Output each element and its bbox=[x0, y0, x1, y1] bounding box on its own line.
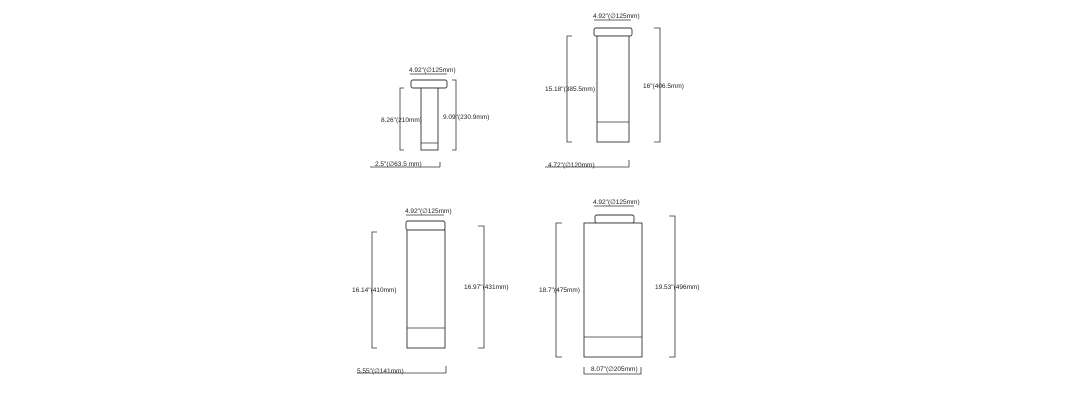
bottom-width-line bbox=[545, 160, 630, 168]
right-height-label: 16"(406.5mm) bbox=[643, 83, 684, 90]
cap-width-label: 4.92"(∅125mm) bbox=[593, 13, 640, 20]
left-height-bracket bbox=[371, 231, 377, 349]
bottom-width-label: 8.07"(∅205mm) bbox=[591, 366, 638, 373]
right-height-label: 19.53"(496mm) bbox=[655, 284, 700, 291]
bottom-width-line bbox=[370, 162, 441, 168]
left-height-bracket bbox=[399, 87, 404, 151]
fixture-body bbox=[583, 222, 643, 358]
fixture-body bbox=[420, 87, 439, 151]
right-height-bracket bbox=[654, 27, 661, 143]
right-height-label: 9.09"(230.9mm) bbox=[443, 114, 489, 121]
fixture-body bbox=[406, 229, 446, 349]
cap-width-label: 4.92"(∅125mm) bbox=[593, 199, 640, 206]
fixture-medium: 4.92"(∅125mm) 15.18"(385.5mm) 16"(406.5m… bbox=[545, 13, 684, 169]
bottom-width-line bbox=[583, 367, 642, 375]
left-height-label: 18.7"(475mm) bbox=[539, 287, 580, 294]
left-height-label: 8.26"(210mm) bbox=[381, 117, 422, 124]
cap-width-label: 4.92"(∅125mm) bbox=[405, 208, 452, 215]
bottom-width-line bbox=[357, 366, 447, 374]
fixture-cap bbox=[594, 214, 635, 224]
right-height-bracket bbox=[452, 79, 457, 151]
fixture-large: 4.92"(∅125mm) 16.14"(410mm) 16.97"(431mm… bbox=[352, 208, 509, 375]
right-height-bracket bbox=[478, 225, 485, 349]
fixture-cap bbox=[410, 79, 448, 89]
fixture-small: 4.92"(∅125mm) 8.26"(210mm) 9.09"(230.9mm… bbox=[370, 67, 489, 168]
left-height-bracket bbox=[566, 35, 572, 143]
left-height-label: 15.18"(385.5mm) bbox=[545, 86, 595, 93]
cap-width-label: 4.92"(∅125mm) bbox=[409, 67, 456, 74]
bottom-width-label: 2.5"(∅63.5 mm) bbox=[375, 161, 422, 168]
right-height-label: 16.97"(431mm) bbox=[464, 284, 509, 291]
left-height-label: 16.14"(410mm) bbox=[352, 287, 397, 294]
fixture-cap bbox=[405, 220, 446, 231]
right-height-bracket bbox=[669, 215, 676, 358]
fixture-xlarge: 4.92"(∅125mm) 18.7"(475mm) 19.53"(496mm)… bbox=[539, 199, 700, 375]
fixture-cap bbox=[593, 27, 633, 37]
fixture-body bbox=[596, 35, 630, 143]
left-height-bracket bbox=[555, 222, 562, 358]
bottom-width-label: 5.55"(∅141mm) bbox=[357, 368, 404, 375]
bottom-width-label: 4.72"(∅120mm) bbox=[548, 162, 595, 169]
